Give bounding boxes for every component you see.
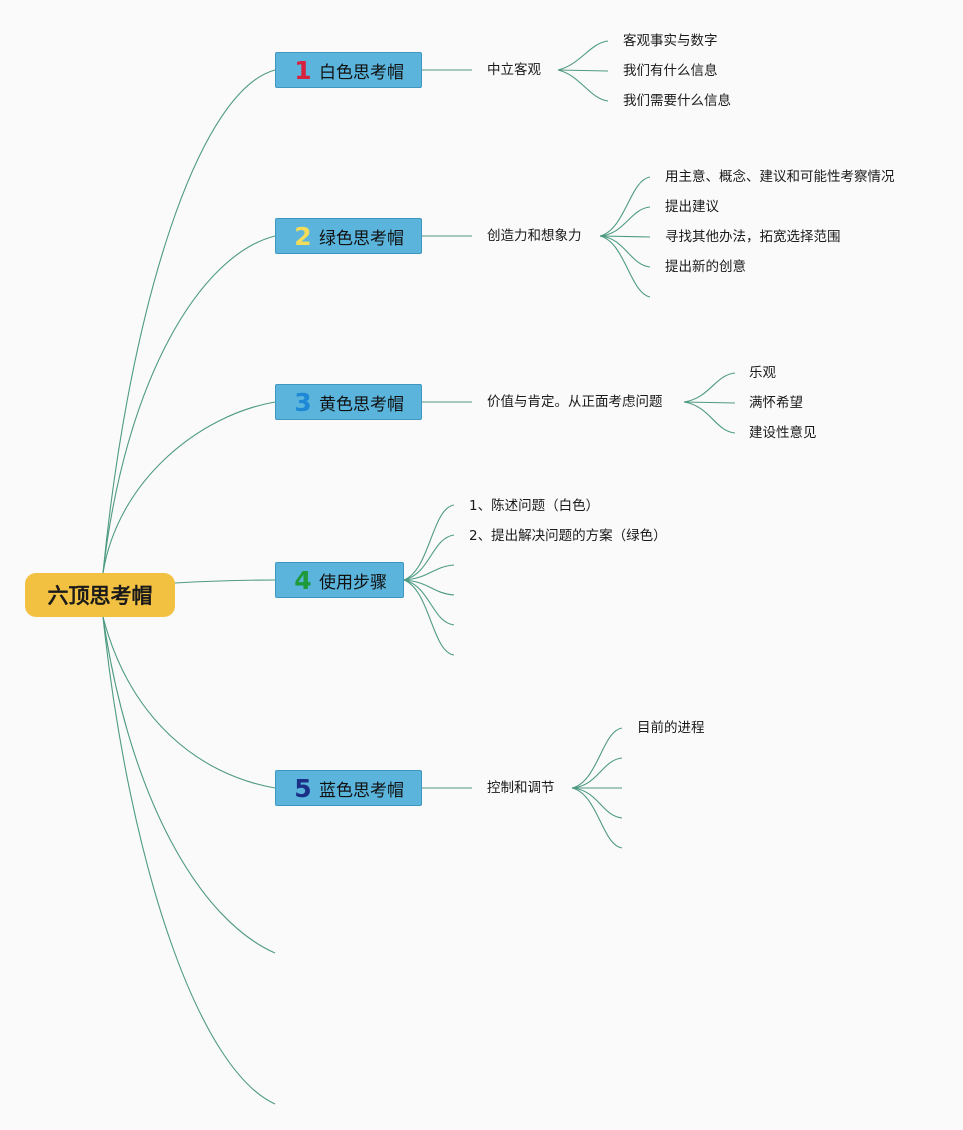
detail-node[interactable]: 我们有什么信息 [623,63,718,79]
detail-node[interactable]: 建设性意见 [749,425,817,441]
edge-summary2-detail2 [599,206,651,237]
edge-summary5-detail4 [571,787,623,819]
hat-node-yellow[interactable]: 3 黄色思考帽 [275,384,422,420]
hat-node-white[interactable]: 1 白色思考帽 [275,52,422,88]
edge-hat4-detail6 [403,579,455,656]
summary-node-blue[interactable]: 控制和调节 [487,780,555,796]
hat-node-blue[interactable]: 5 蓝色思考帽 [275,770,422,806]
number-badge-5: 5 [294,773,312,803]
edge-summary1-detail1 [557,40,609,71]
hat-node-green[interactable]: 2 绿色思考帽 [275,218,422,254]
edge-summary2-detail5 [599,235,651,298]
edge-hat4-detail2 [403,534,455,581]
detail-node[interactable]: 提出建议 [665,199,719,215]
edge-root-hat5 [102,616,276,789]
edge-summary2-detail4 [599,235,651,268]
edge-hat4-detail3 [403,564,455,581]
summary-node-yellow[interactable]: 价值与肯定。从正面考虑问题 [487,394,663,410]
edge-root-hat3 [102,401,276,574]
edge-root-hat4 [174,579,276,584]
hat-label-steps: 使用步骤 [319,572,387,593]
number-badge-2: 2 [294,221,312,251]
detail-node[interactable]: 寻找其他办法，拓宽选择范围 [665,229,841,245]
detail-node[interactable]: 提出新的创意 [665,259,746,275]
summary-node-white[interactable]: 中立客观 [487,62,541,78]
number-badge-3: 3 [294,387,312,417]
edge-summary2-detail1 [599,176,651,237]
edge-summary5-detail1 [571,727,623,789]
detail-node[interactable]: 满怀希望 [749,395,803,411]
edge-root-empty2 [102,616,276,1105]
number-badge-4: 4 [294,565,312,595]
edge-root-hat1 [102,69,276,574]
summary-node-green[interactable]: 创造力和想象力 [487,228,582,244]
edge-summary1-detail2 [557,69,609,72]
detail-node[interactable]: 目前的进程 [637,720,705,736]
edge-root-empty1 [102,616,276,954]
detail-node[interactable]: 客观事实与数字 [623,33,718,49]
edge-summary1-detail3 [557,69,609,102]
detail-node[interactable]: 我们需要什么信息 [623,93,731,109]
hat-label-white: 白色思考帽 [319,62,404,83]
edge-summary2-detail3 [599,235,651,238]
edge-summary3-detail3 [683,401,736,434]
edge-hat4-detail4 [403,579,455,596]
hat-label-blue: 蓝色思考帽 [319,780,404,801]
edge-hat4-detail5 [403,579,455,626]
root-label: 六顶思考帽 [47,584,153,608]
detail-node[interactable]: 用主意、概念、建议和可能性考察情况 [665,169,895,185]
edge-summary3-detail2 [683,401,736,404]
hat-node-steps[interactable]: 4 使用步骤 [275,562,404,598]
number-badge-1: 1 [294,55,312,85]
edge-root-hat2 [102,235,276,574]
root-node[interactable]: 六顶思考帽 [25,573,175,617]
detail-node[interactable]: 2、提出解决问题的方案（绿色） [469,528,667,544]
hat-label-green: 绿色思考帽 [319,228,404,249]
hat-label-yellow: 黄色思考帽 [319,394,404,415]
edge-hat4-detail1 [403,504,455,581]
edge-summary5-detail2 [571,757,623,789]
edge-summary5-detail5 [571,787,623,849]
detail-node[interactable]: 乐观 [749,365,776,381]
edge-summary3-detail1 [683,372,736,403]
detail-node[interactable]: 1、陈述问题（白色） [469,498,600,514]
